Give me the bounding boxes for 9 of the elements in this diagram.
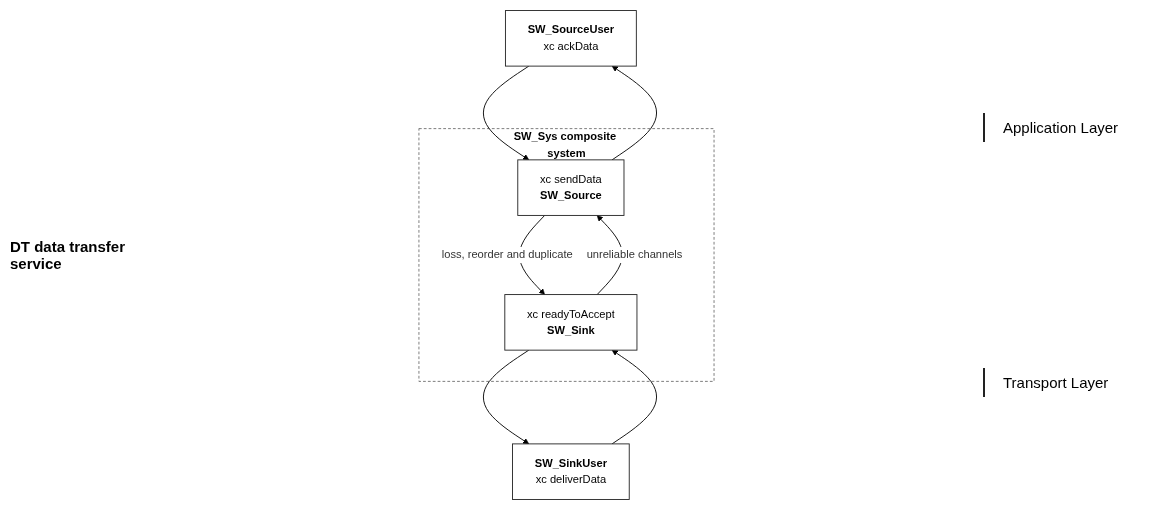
layer-label: Transport Layer	[983, 368, 1153, 397]
layer-label: Application Layer	[983, 113, 1153, 142]
node-box: SW_SourceUser xc ackData	[505, 10, 637, 67]
node-box: SW_SinkUser xc deliverData	[512, 443, 630, 500]
edge-label: unreliable channels	[586, 248, 683, 261]
service-label: DT data transfer service	[9, 237, 127, 274]
node-box: xc readyToAccept SW_Sink	[504, 294, 638, 351]
edge-label: loss, reorder and duplicate	[441, 248, 573, 261]
node-box: xc sendData SW_Source	[517, 159, 625, 216]
